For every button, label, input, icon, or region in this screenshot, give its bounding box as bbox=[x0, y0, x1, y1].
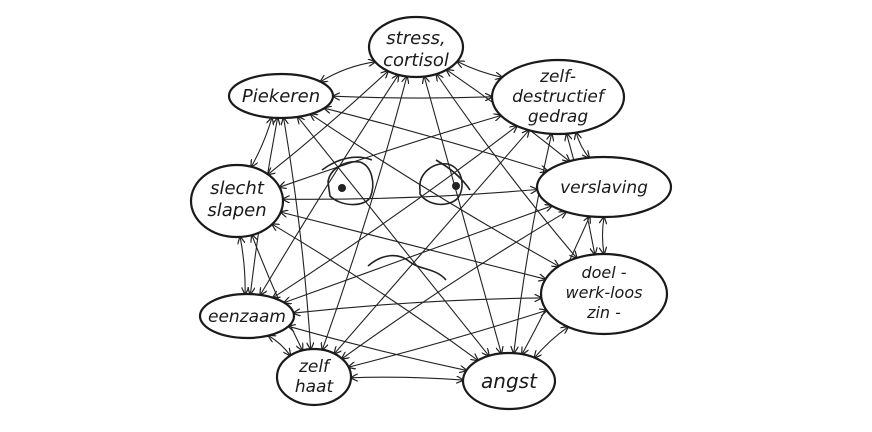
node-zelfhaat: zelf haat bbox=[275, 347, 353, 407]
node-doelloos-label-line3: zin - bbox=[586, 303, 621, 322]
node-verslaving-label: verslaving bbox=[560, 178, 648, 198]
node-doelloos-label-line2: werk-loos bbox=[566, 283, 643, 302]
node-piekeren-label: Piekeren bbox=[242, 86, 320, 107]
node-verslaving: verslaving bbox=[535, 155, 673, 219]
edge-zelfdestructief-verslaving bbox=[576, 133, 589, 158]
edge-verslaving-doelloos bbox=[603, 217, 605, 254]
edge-zelfdestructief-slecht bbox=[280, 116, 501, 188]
node-zelfdestructief: zelf- destructief gedrag bbox=[490, 58, 626, 136]
node-zelfdestructief-label-line3: gedrag bbox=[528, 107, 588, 127]
edge-angst-zelfhaat bbox=[351, 377, 463, 380]
node-doelloos-label-line1: doel - bbox=[581, 263, 626, 282]
node-eenzaam-label: eenzaam bbox=[208, 307, 286, 327]
node-eenzaam: eenzaam bbox=[198, 292, 296, 340]
edge-stress-zelfdestructief bbox=[457, 62, 502, 78]
node-slecht: slecht slapen bbox=[189, 163, 285, 239]
edge-zelfdestructief-piekeren bbox=[333, 96, 492, 98]
node-zelfdestructief-label-line2: destructief bbox=[512, 87, 607, 107]
node-stress: stress, cortisol bbox=[367, 15, 465, 79]
edge-verslaving-zelfhaat bbox=[342, 212, 566, 359]
edge-angst-piekeren bbox=[298, 117, 489, 356]
node-stress-label-line2: cortisol bbox=[383, 50, 449, 71]
edges-layer bbox=[240, 62, 604, 381]
node-angst: angst bbox=[461, 351, 557, 411]
node-stress-label-line1: stress, bbox=[386, 28, 445, 49]
edge-stress-piekeren bbox=[321, 62, 376, 82]
edge-zelfdestructief-eenzaam bbox=[273, 126, 517, 298]
edge-doelloos-angst bbox=[535, 327, 569, 358]
edge-stress-angst bbox=[424, 77, 501, 354]
node-doelloos: doel - werk-loos zin - bbox=[539, 252, 669, 336]
edge-verslaving-eenzaam bbox=[284, 206, 552, 303]
node-angst-label: angst bbox=[481, 369, 538, 393]
node-zelfdestructief-label-line1: zelf- bbox=[539, 67, 576, 87]
edge-zelfhaat-eenzaam bbox=[269, 336, 291, 356]
sad-face-icon bbox=[321, 156, 471, 281]
nodes-layer: stress, cortisol zelf- destructief gedra… bbox=[189, 15, 673, 411]
node-slecht-label-line1: slecht bbox=[210, 178, 265, 199]
edge-eenzaam-slecht bbox=[240, 237, 245, 294]
node-zelfhaat-label-line1: zelf bbox=[298, 357, 332, 377]
node-slecht-label-line2: slapen bbox=[207, 200, 266, 221]
node-zelfhaat-label-line2: haat bbox=[295, 377, 335, 397]
edge-zelfhaat-piekeren bbox=[284, 118, 311, 349]
edge-slecht-piekeren bbox=[251, 118, 272, 167]
node-piekeren: Piekeren bbox=[227, 72, 335, 120]
